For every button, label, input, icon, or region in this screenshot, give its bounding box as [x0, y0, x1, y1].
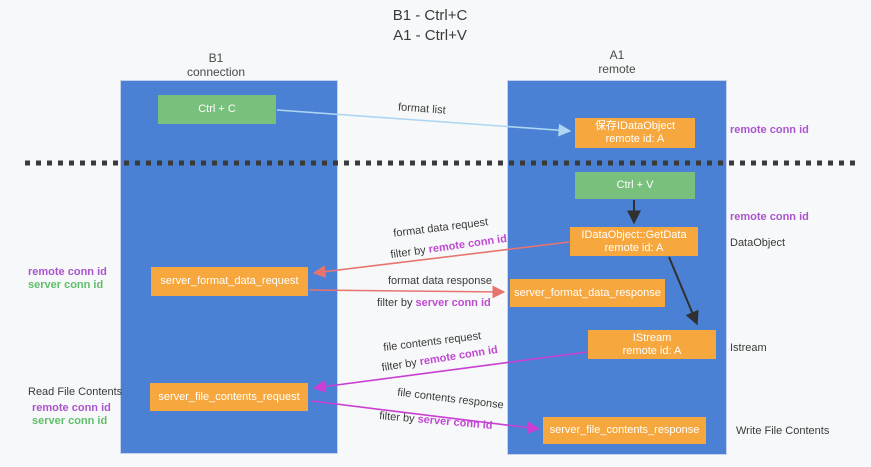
idataobject-getdata-node: IDataObject::GetData remote id: A: [570, 227, 698, 256]
lane-header-b1: B1 connection: [156, 51, 276, 79]
server-conn-id-text: server conn id: [415, 297, 491, 309]
format-data-request-arrow: [312, 241, 570, 278]
istream-side-label: Istream: [730, 342, 767, 354]
lane-a1-name: A1: [609, 48, 625, 62]
format-data-response-edge-label: format data response: [388, 275, 492, 287]
format-list-arrow: [276, 109, 572, 137]
right-remote-conn-id-top: remote conn id: [730, 124, 809, 136]
write-file-contents-label: Write File Contents: [736, 425, 830, 437]
ctrl-v-label: Ctrl + V: [616, 179, 654, 191]
lane-a1-role: remote: [598, 62, 636, 76]
getdata-remote-id: remote id: A: [604, 241, 664, 254]
getdata-label: IDataObject::GetData: [581, 228, 687, 241]
left-remote-conn-id: remote conn id: [28, 266, 107, 278]
server-format-data-response-label: server_format_data_response: [514, 286, 661, 299]
lane-b1-name: B1: [208, 51, 224, 65]
istream-label: IStream: [632, 331, 672, 344]
ctrl-v-node: Ctrl + V: [575, 172, 695, 199]
left-remote-conn-id-2: remote conn id: [32, 402, 111, 414]
server-format-data-request-node: server_format_data_request: [151, 267, 308, 296]
right-remote-conn-id-mid: remote conn id: [730, 211, 809, 223]
lane-header-a1: A1 remote: [557, 48, 677, 76]
server-file-contents-request-node: server_file_contents_request: [150, 383, 308, 411]
title-line-1: B1 - Ctrl+C: [392, 7, 468, 24]
title-line-2: A1 - Ctrl+V: [393, 27, 467, 44]
istream-node: IStream remote id: A: [588, 330, 716, 359]
left-server-conn-id-2: server conn id: [32, 415, 108, 427]
lane-b1-role: connection: [186, 65, 246, 79]
server-file-contents-request-label: server_file_contents_request: [158, 390, 300, 403]
filter-by-text: filter by: [377, 297, 413, 309]
ctrl-c-label: Ctrl + C: [198, 103, 236, 115]
file-contents-response-arrow: [311, 400, 541, 434]
server-format-data-request-label: server_format_data_request: [160, 275, 299, 287]
file-contents-request-arrow: [312, 351, 588, 393]
getdata-to-istream-arrow: [668, 256, 699, 326]
ctrl-c-node: Ctrl + C: [158, 95, 276, 124]
diagram-title: B1 - Ctrl+C A1 - Ctrl+V: [330, 6, 530, 46]
server-format-data-response-node: server_format_data_response: [510, 279, 665, 307]
server-file-contents-response-label: server_file_contents_response: [549, 424, 700, 436]
save-idataobject-label: 保存IDataObject: [594, 120, 676, 132]
format-data-response-arrow: [308, 285, 506, 299]
left-conn-id-legend: remote conn id server conn id: [28, 266, 107, 292]
left-server-conn-id: server conn id: [28, 279, 104, 291]
istream-remote-id: remote id: A: [622, 344, 682, 357]
server-file-contents-response-node: server_file_contents_response: [543, 417, 706, 444]
dataobject-side-label: DataObject: [730, 237, 786, 249]
save-idataobject-node: 保存IDataObject remote id: A: [575, 118, 695, 148]
read-file-contents-label: Read File Contents: [28, 386, 123, 398]
format-response-filter-label: filter by server conn id: [377, 297, 491, 309]
save-idataobject-remote-id: remote id: A: [605, 133, 665, 145]
left-conn-id-legend-2: remote conn id server conn id: [32, 402, 111, 428]
